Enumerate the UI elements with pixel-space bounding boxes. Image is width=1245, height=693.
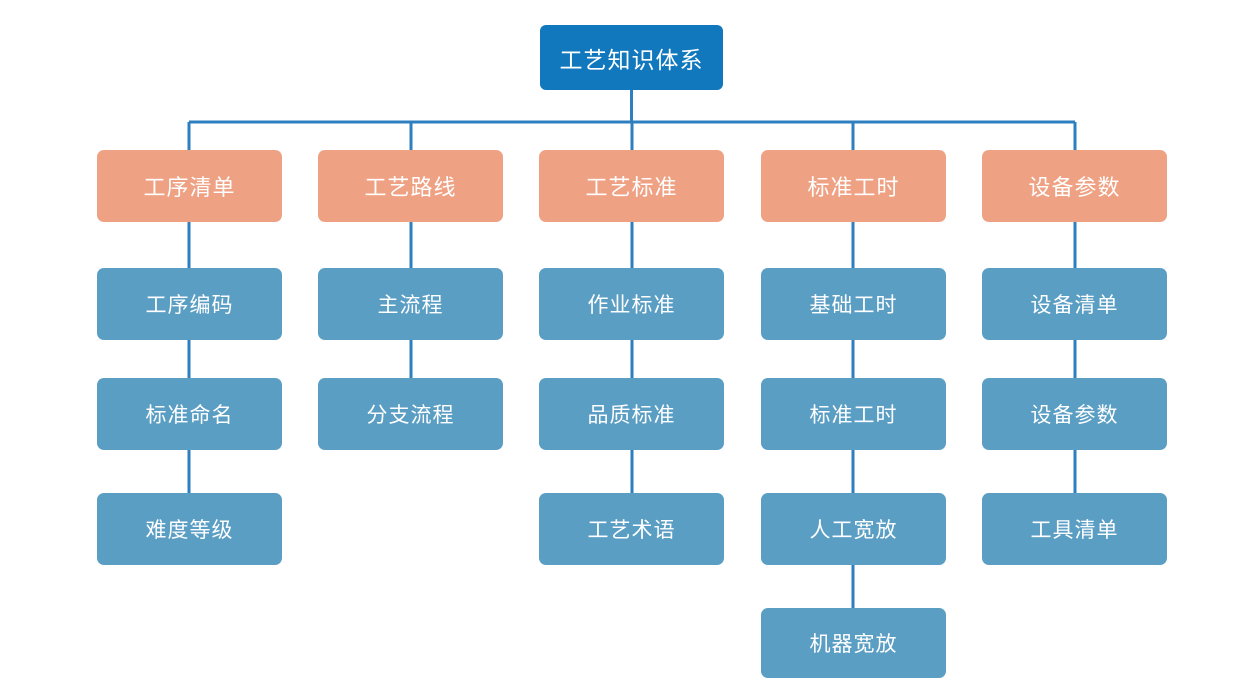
leaf-node-2-2[interactable]: 分支流程 (318, 378, 503, 450)
category-node-2[interactable]: 工艺路线 (318, 150, 503, 222)
leaf-node-5-2[interactable]: 设备参数 (982, 378, 1167, 450)
leaf-node-4-3[interactable]: 人工宽放 (761, 493, 946, 565)
leaf-node-1-2[interactable]: 标准命名 (97, 378, 282, 450)
leaf-node-3-2[interactable]: 品质标准 (539, 378, 724, 450)
leaf-node-1-1[interactable]: 工序编码 (97, 268, 282, 340)
leaf-node-5-3[interactable]: 工具清单 (982, 493, 1167, 565)
leaf-node-1-3[interactable]: 难度等级 (97, 493, 282, 565)
leaf-node-4-4[interactable]: 机器宽放 (761, 608, 946, 678)
leaf-node-3-1[interactable]: 作业标准 (539, 268, 724, 340)
category-node-5[interactable]: 设备参数 (982, 150, 1167, 222)
root-node[interactable]: 工艺知识体系 (540, 25, 723, 90)
leaf-node-5-1[interactable]: 设备清单 (982, 268, 1167, 340)
category-node-1[interactable]: 工序清单 (97, 150, 282, 222)
category-node-3[interactable]: 工艺标准 (539, 150, 724, 222)
category-node-4[interactable]: 标准工时 (761, 150, 946, 222)
leaf-node-3-3[interactable]: 工艺术语 (539, 493, 724, 565)
leaf-node-2-1[interactable]: 主流程 (318, 268, 503, 340)
leaf-node-4-2[interactable]: 标准工时 (761, 378, 946, 450)
leaf-node-4-1[interactable]: 基础工时 (761, 268, 946, 340)
